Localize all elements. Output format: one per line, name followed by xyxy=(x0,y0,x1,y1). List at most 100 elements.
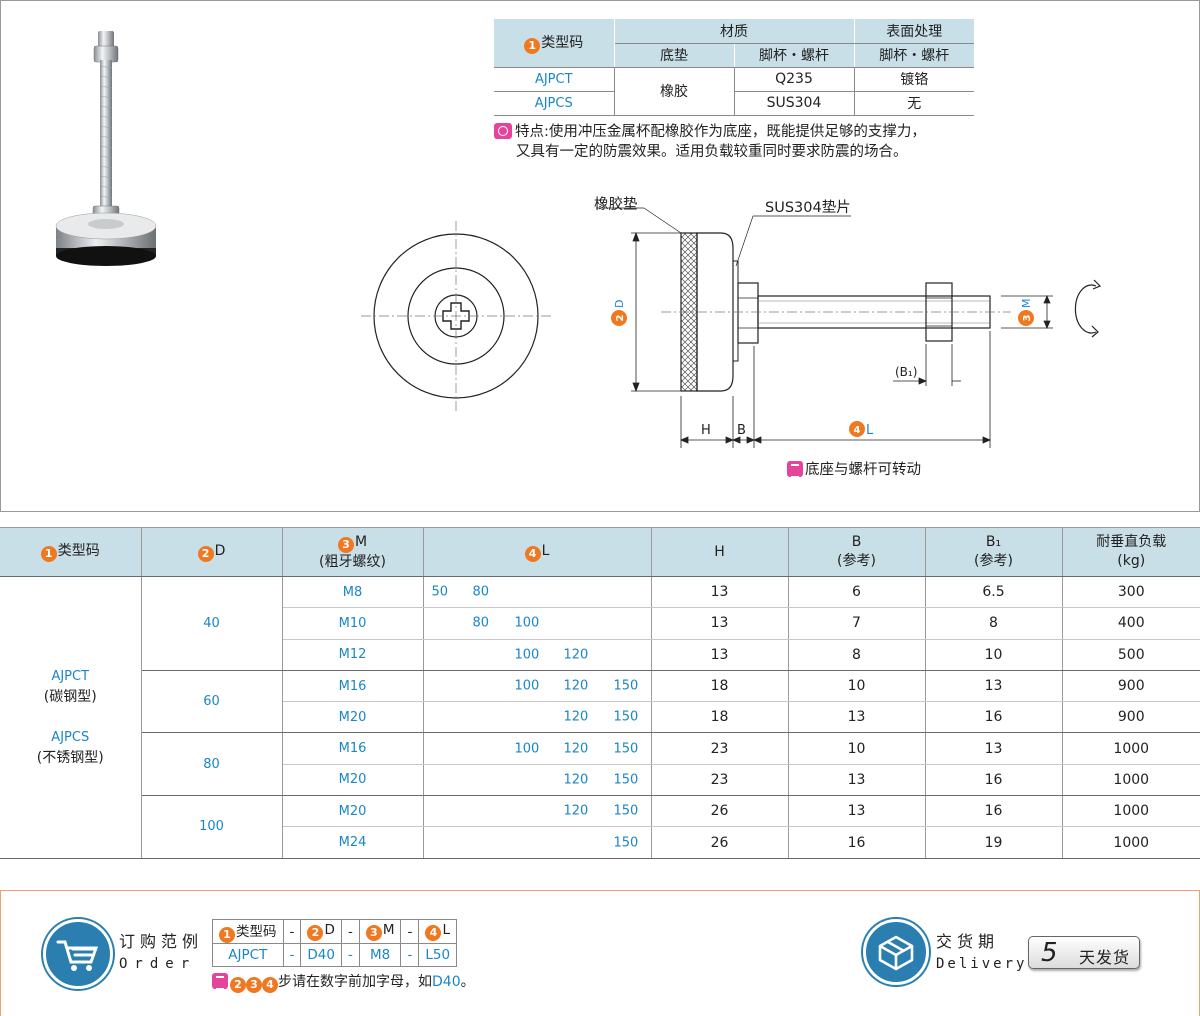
circle-number-2: 2 xyxy=(307,925,324,941)
order-value-sep: - xyxy=(340,943,360,967)
technical-drawing: 橡胶垫 SUS304垫片 2 D 3 M 4 L H B (B₁) xyxy=(361,196,1102,448)
M-cell: M10 xyxy=(282,607,424,640)
M-cell: M24 xyxy=(282,826,424,859)
circle-number-1: 1 xyxy=(219,927,235,943)
spec-header-H: H xyxy=(651,527,789,577)
circle-number-4: 4 xyxy=(524,546,541,562)
circle-number-2: 2 xyxy=(230,977,246,993)
D-cell: 40 xyxy=(141,576,283,671)
load-cell: 1000 xyxy=(1062,826,1200,859)
svg-text:2: 2 xyxy=(615,314,626,321)
svg-text:3: 3 xyxy=(1022,314,1033,321)
B-cell: 13 xyxy=(788,795,926,828)
D-cell: 100 xyxy=(141,795,283,859)
B1-cell: 16 xyxy=(925,795,1063,828)
load-cell: 900 xyxy=(1062,701,1200,734)
B-cell: 6 xyxy=(788,576,926,609)
svg-text:4: 4 xyxy=(854,425,861,436)
load-cell: 400 xyxy=(1062,607,1200,640)
order-value-D: D40 xyxy=(300,943,342,967)
side-view xyxy=(661,232,1011,392)
label-M: 3 M xyxy=(1018,299,1034,326)
L-cell: 150 xyxy=(423,826,652,859)
H-cell: 13 xyxy=(651,607,789,640)
header-cup-bolt: 脚杯・螺杆 xyxy=(734,43,855,68)
order-value-row: AJPCT - D40 - M8 - L50 xyxy=(212,943,458,967)
note-icon xyxy=(212,973,228,990)
circle-number-3: 3 xyxy=(246,977,262,993)
rotate-note: 底座与螺杆可转动 xyxy=(787,458,921,479)
front-view xyxy=(361,221,551,411)
M-cell: M20 xyxy=(282,764,424,797)
circle-number-1: 1 xyxy=(524,37,541,54)
delivery-box-icon xyxy=(863,919,929,985)
feature-icon xyxy=(494,123,512,139)
B-cell: 7 xyxy=(788,607,926,640)
svg-text:M: M xyxy=(1020,299,1033,309)
rotate-arrow-icon xyxy=(1074,279,1102,338)
svg-text:D: D xyxy=(613,300,626,308)
circle-number-3: 3 xyxy=(337,536,354,553)
dimension-lines xyxy=(596,207,1053,448)
surface-cell: 镀铬 xyxy=(854,67,974,92)
circle-number-3: 3 xyxy=(365,925,382,941)
header-pad: 底垫 xyxy=(614,43,735,68)
B1-cell: 16 xyxy=(925,701,1063,734)
load-cell: 1000 xyxy=(1062,732,1200,765)
label-D: 2 D xyxy=(611,300,627,326)
delivery-text: 天发货 xyxy=(1079,948,1131,967)
code-cell: AJPCT xyxy=(494,67,615,92)
order-head-sep: - xyxy=(282,919,302,944)
H-cell: 23 xyxy=(651,764,789,797)
H-cell: 13 xyxy=(651,576,789,609)
M-cell: M12 xyxy=(282,639,424,671)
B-cell: 8 xyxy=(788,639,926,671)
cart-icon xyxy=(43,919,113,989)
label-L: 4 L xyxy=(849,421,874,438)
circle-number-4: 4 xyxy=(425,925,442,941)
order-value-L: L50 xyxy=(418,943,458,967)
M-cell: M20 xyxy=(282,795,424,828)
header-material: 材质 xyxy=(614,19,855,44)
B1-cell: 16 xyxy=(925,764,1063,797)
M-cell: M16 xyxy=(282,670,424,703)
material-cell: Q235 xyxy=(734,67,855,92)
label-B: B xyxy=(737,423,746,438)
delivery-days: 5 xyxy=(1041,938,1058,968)
label-H: H xyxy=(701,423,711,438)
load-cell: 500 xyxy=(1062,639,1200,671)
order-head-sep: - xyxy=(340,919,360,944)
spec-header-load: 耐垂直负载(kg) xyxy=(1062,527,1200,577)
order-label: 订购范例 Order xyxy=(119,932,204,972)
header-surface: 表面处理 xyxy=(854,19,974,44)
label-washer: SUS304垫片 xyxy=(765,199,851,216)
spec-header-B1: B₁(参考) xyxy=(925,527,1063,577)
table-row: M24 150 26 16 19 1000 xyxy=(0,826,1200,859)
H-cell: 23 xyxy=(651,732,789,765)
B1-cell: 8 xyxy=(925,607,1063,640)
note-icon xyxy=(787,461,803,478)
surface-cell: 无 xyxy=(854,91,974,116)
label-B1: (B₁) xyxy=(895,365,917,379)
B-cell: 16 xyxy=(788,826,926,859)
H-cell: 18 xyxy=(651,701,789,734)
order-value-sep: - xyxy=(400,943,420,967)
order-value-type: AJPCT xyxy=(212,943,284,967)
H-cell: 26 xyxy=(651,795,789,828)
